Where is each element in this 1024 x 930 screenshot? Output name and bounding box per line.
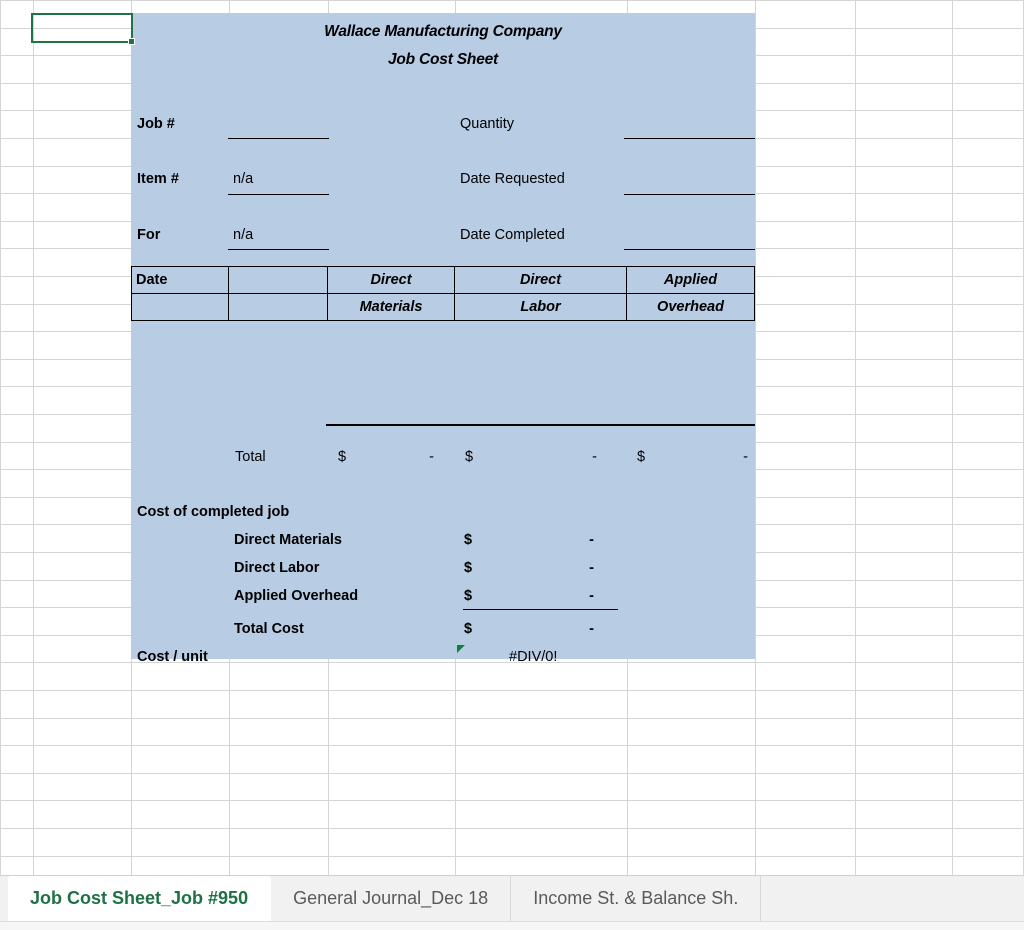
grid-row-line-31 xyxy=(0,856,1024,857)
amount-value: - xyxy=(743,449,748,465)
sheet-tab-job-cost-sheet[interactable]: Job Cost Sheet_Job #950 xyxy=(8,876,272,921)
grid-row-line-28 xyxy=(0,773,1024,774)
sheet-tab-bar: Job Cost Sheet_Job #950 General Journal_… xyxy=(0,875,1024,930)
header-direct-materials-line2: Materials xyxy=(327,293,455,321)
grid-column-line-7 xyxy=(755,0,756,875)
item-number-value[interactable]: n/a xyxy=(233,171,254,187)
sheet-tab-general-journal[interactable]: General Journal_Dec 18 xyxy=(271,876,512,921)
amount-value: - xyxy=(589,560,594,576)
currency-symbol: $ xyxy=(637,449,646,465)
date-requested-rule xyxy=(624,194,755,195)
summary-label-direct-materials: Direct Materials xyxy=(234,532,342,548)
error-indicator-icon xyxy=(457,645,465,653)
active-cell-selection[interactable] xyxy=(31,13,135,45)
for-value[interactable]: n/a xyxy=(233,227,254,243)
currency-symbol: $ xyxy=(464,532,473,548)
cost-per-unit-label: Cost / unit xyxy=(137,649,208,665)
quantity-label: Quantity xyxy=(460,116,514,132)
applied-overhead-subtotal-rule xyxy=(463,609,618,610)
job-cost-sheet-form: Wallace Manufacturing Company Job Cost S… xyxy=(131,13,755,665)
summary-label-total-cost: Total Cost xyxy=(234,621,304,637)
header-applied-overhead-line2: Overhead xyxy=(626,293,755,321)
header-blank-cell-top xyxy=(228,266,328,294)
header-direct-materials-line1: Direct xyxy=(327,266,455,294)
currency-symbol: $ xyxy=(464,588,473,604)
grid-row-line-24 xyxy=(0,662,1024,663)
tab-bar-footer xyxy=(0,922,1024,930)
grid-row-line-26 xyxy=(0,718,1024,719)
tab-bar-divider xyxy=(0,921,1024,922)
amount-value: - xyxy=(589,621,594,637)
currency-symbol: $ xyxy=(338,449,347,465)
summary-label-direct-labor: Direct Labor xyxy=(234,560,320,576)
grid-column-line-0 xyxy=(0,0,1,875)
company-title: Wallace Manufacturing Company xyxy=(324,23,562,40)
quantity-rule xyxy=(624,138,755,139)
cost-per-unit-value[interactable]: #DIV/0! xyxy=(509,649,558,665)
item-number-label: Item # xyxy=(137,171,179,187)
for-rule xyxy=(228,249,329,250)
amount-value: - xyxy=(592,449,597,465)
amount-value: - xyxy=(589,532,594,548)
sheet-tab-strip: Job Cost Sheet_Job #950 General Journal_… xyxy=(8,876,762,921)
header-direct-labor-line2: Labor xyxy=(454,293,627,321)
cost-table-header: Date Direct Direct Applied Materials Lab… xyxy=(131,266,755,321)
amount-value: - xyxy=(589,588,594,604)
currency-symbol: $ xyxy=(465,449,474,465)
grid-row-line-0 xyxy=(0,0,1024,1)
grid-row-line-30 xyxy=(0,828,1024,829)
job-number-rule xyxy=(228,138,329,139)
total-rule xyxy=(326,424,755,426)
form-title: Job Cost Sheet xyxy=(387,51,499,68)
cost-of-completed-job-heading: Cost of completed job xyxy=(137,504,290,520)
job-number-label: Job # xyxy=(137,116,175,132)
header-date-cell: Date xyxy=(131,266,229,294)
header-direct-labor-line1: Direct xyxy=(454,266,627,294)
header-blank-cell-bottom xyxy=(228,293,328,321)
date-completed-label: Date Completed xyxy=(460,227,565,243)
date-completed-rule xyxy=(624,249,755,250)
grid-column-line-9 xyxy=(952,0,953,875)
header-date-cell-line2 xyxy=(131,293,229,321)
date-requested-label: Date Requested xyxy=(460,171,565,187)
fill-handle[interactable] xyxy=(128,38,135,45)
header-applied-overhead-line1: Applied xyxy=(626,266,755,294)
currency-symbol: $ xyxy=(464,560,473,576)
grid-column-line-8 xyxy=(855,0,856,875)
for-label: For xyxy=(137,227,161,243)
grid-row-line-29 xyxy=(0,800,1024,801)
grid-column-line-1 xyxy=(33,0,34,875)
amount-value: - xyxy=(429,449,434,465)
total-label: Total xyxy=(235,449,266,465)
sheet-tab-income-statement[interactable]: Income St. & Balance Sh. xyxy=(511,876,762,921)
summary-label-applied-overhead: Applied Overhead xyxy=(234,588,359,604)
item-number-rule xyxy=(228,194,329,195)
currency-symbol: $ xyxy=(464,621,473,637)
grid-row-line-27 xyxy=(0,745,1024,746)
grid-row-line-25 xyxy=(0,690,1024,691)
